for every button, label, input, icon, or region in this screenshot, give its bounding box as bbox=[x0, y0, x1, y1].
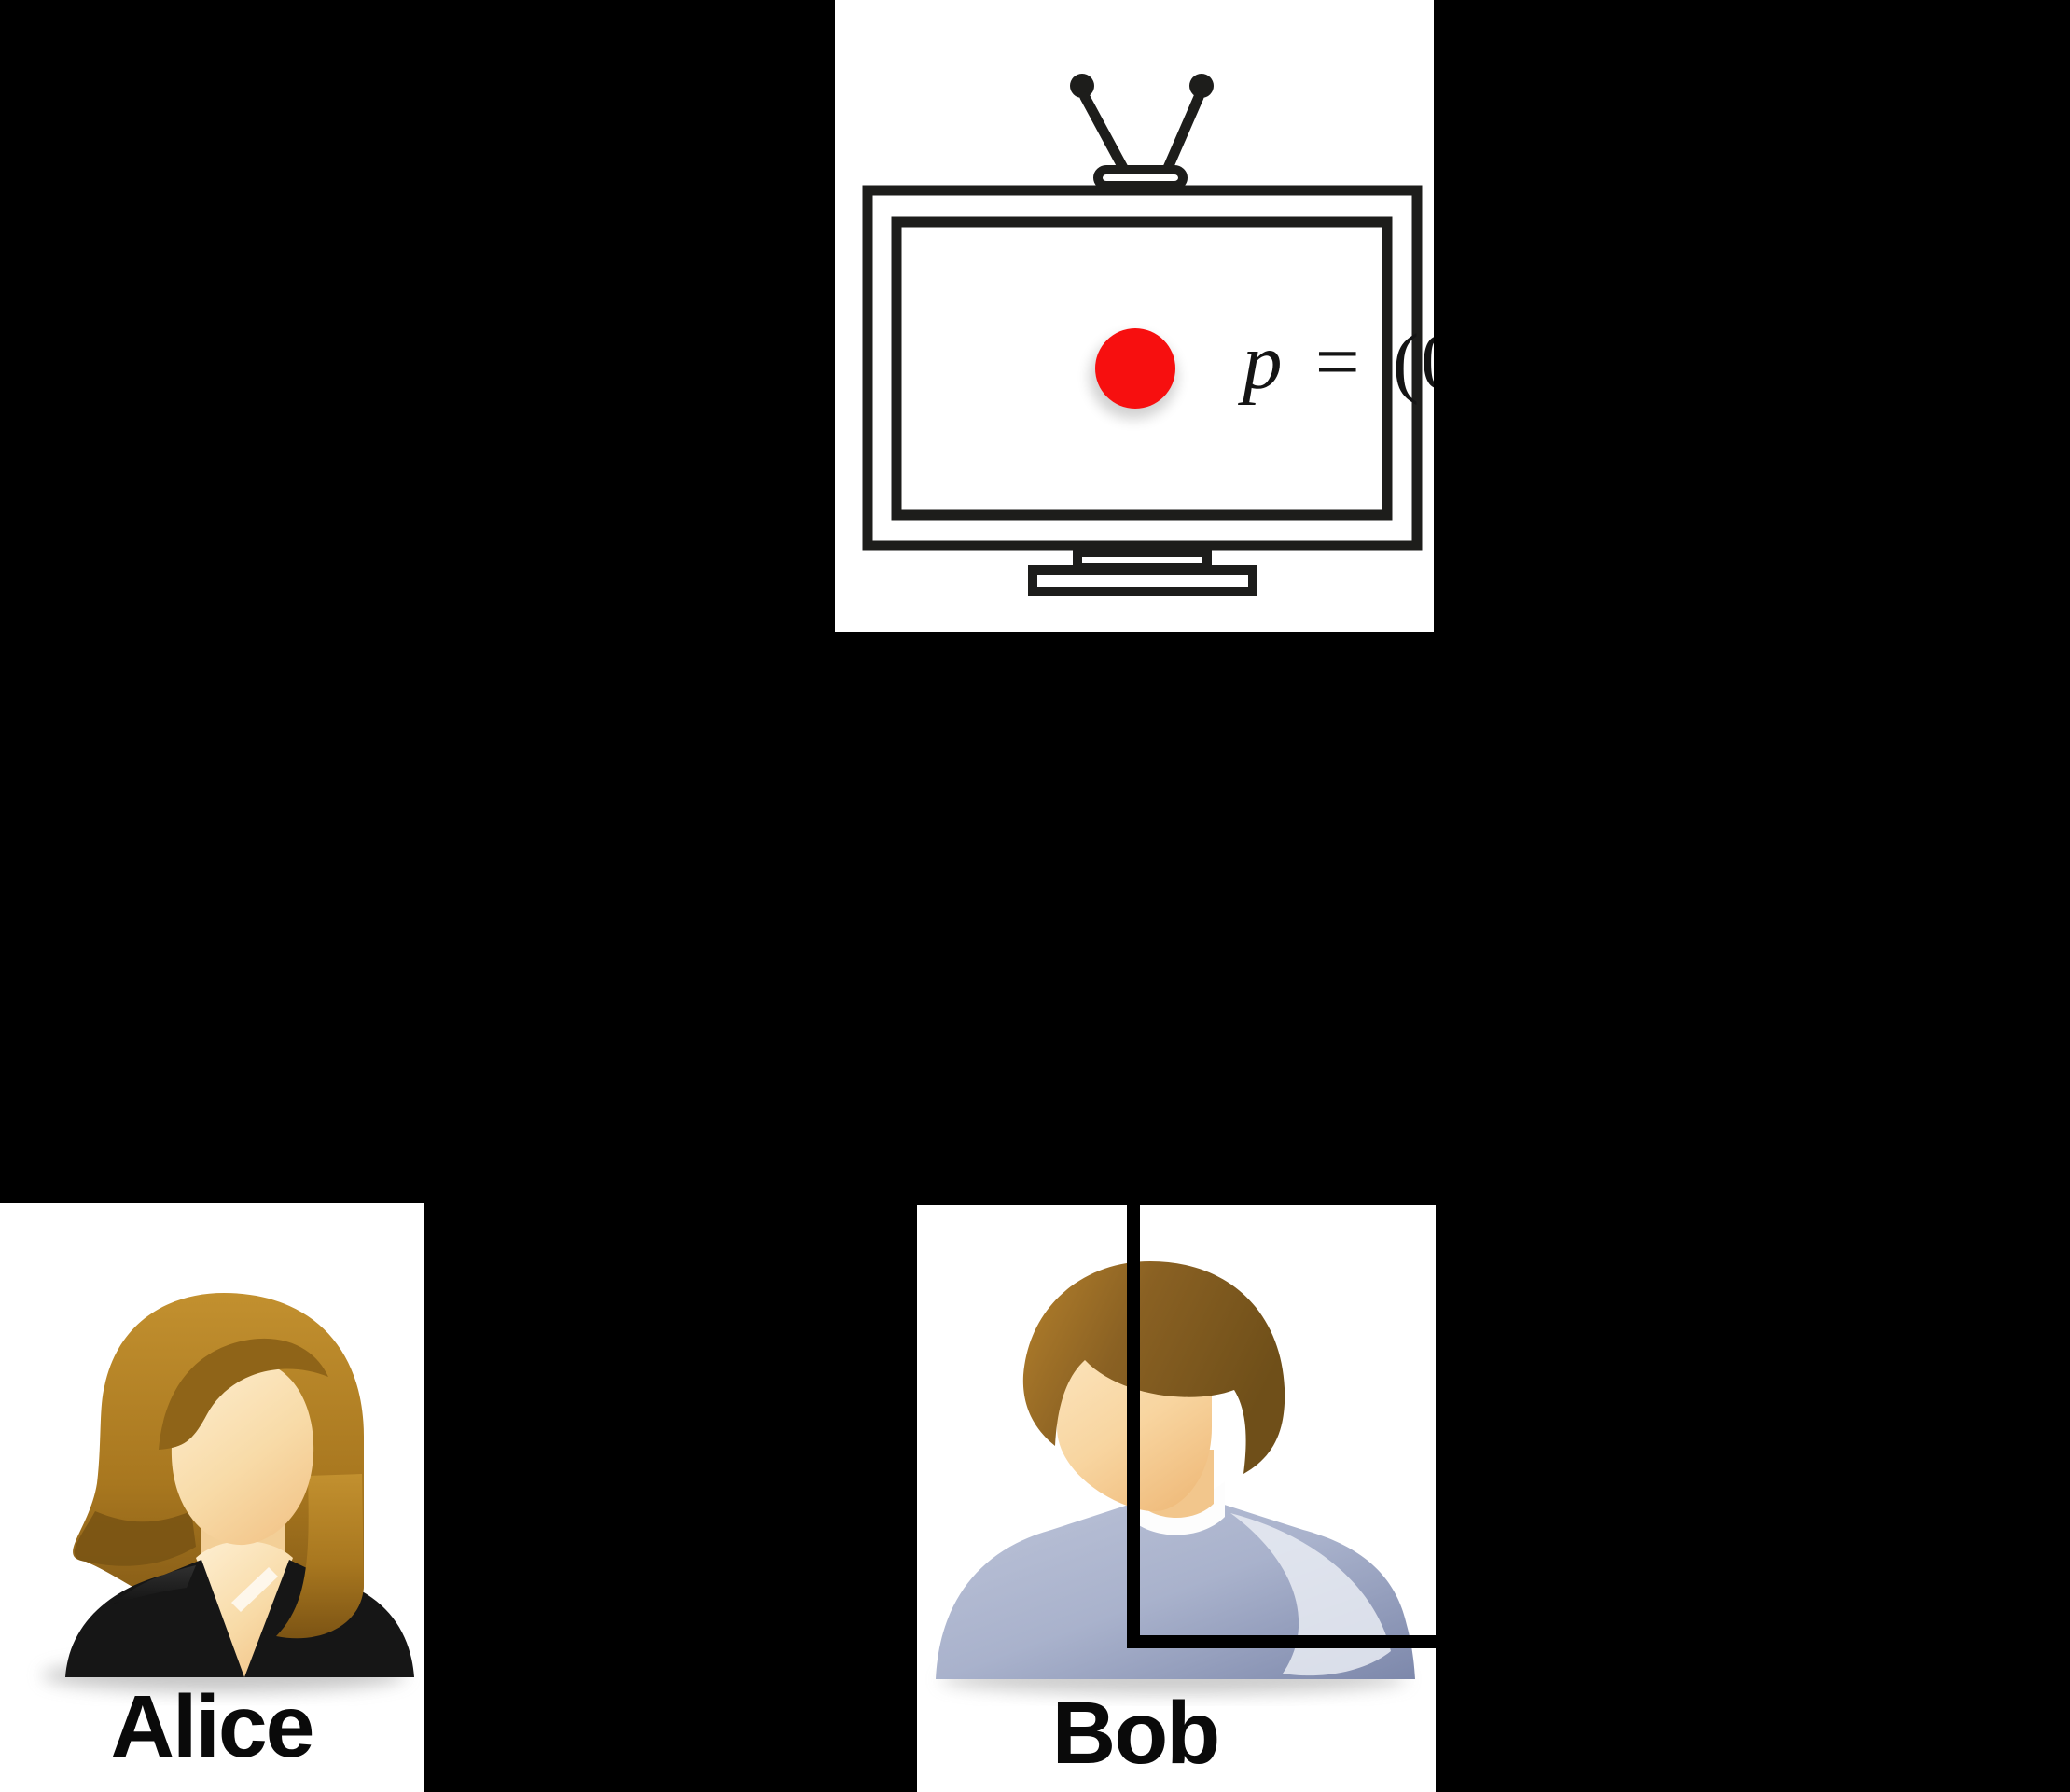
probability-annotation: p = (0 bbox=[1243, 318, 1434, 406]
alice-label: Alice bbox=[110, 1677, 314, 1776]
red-dot bbox=[1095, 328, 1175, 409]
alice-hair-lock bbox=[276, 1474, 364, 1639]
tv-panel: p = (0 bbox=[835, 0, 1434, 632]
antenna-right-rod bbox=[1162, 91, 1204, 174]
alice-neck-shine bbox=[231, 1567, 278, 1612]
tv-icon bbox=[862, 74, 1423, 596]
bob-panel: Bob bbox=[917, 1205, 1436, 1792]
alice-panel: Alice bbox=[0, 1203, 424, 1792]
bob-sweater-shine bbox=[1230, 1513, 1391, 1676]
tv-screen bbox=[891, 216, 1393, 521]
tv-stand-base bbox=[1028, 565, 1257, 596]
alice-hair-flip bbox=[74, 1511, 197, 1566]
antenna-right-dot bbox=[1189, 74, 1214, 98]
tv-antenna-icon bbox=[1070, 74, 1214, 190]
antenna-left-rod bbox=[1079, 91, 1129, 174]
occluder-horizontal-line bbox=[1127, 1635, 1436, 1648]
bob-hair bbox=[1022, 1261, 1285, 1474]
antenna-left-dot bbox=[1070, 74, 1094, 98]
alice-suit-highlight bbox=[112, 1565, 196, 1604]
antenna-base bbox=[1093, 165, 1188, 190]
occluder-vertical-line bbox=[1127, 1205, 1140, 1648]
tv-stand-neck bbox=[1073, 548, 1212, 572]
alice-avatar bbox=[42, 1293, 414, 1692]
alice-hair-fringe bbox=[159, 1338, 328, 1450]
bob-label: Bob bbox=[1051, 1684, 1221, 1783]
